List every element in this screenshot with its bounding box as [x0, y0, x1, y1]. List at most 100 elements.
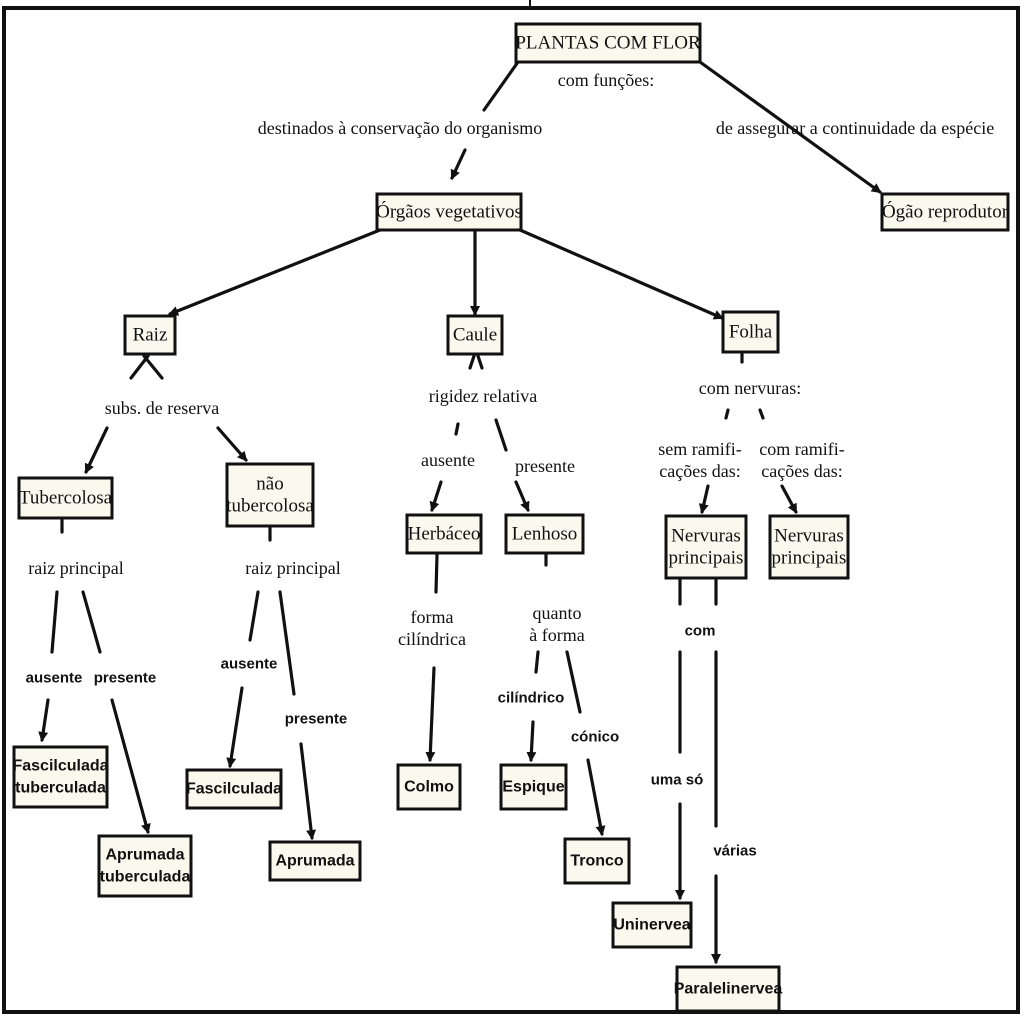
node-box — [504, 513, 585, 555]
node-label: Caule — [453, 325, 497, 346]
node-label: Uninervea — [613, 917, 690, 934]
edge-nao_tubercolosa-to-aprumada — [278, 590, 317, 840]
edge-segment — [468, 354, 476, 370]
edge-raiz-to-nao_tubercolosa — [216, 426, 248, 462]
edge-folha-to-nervuras_sem — [698, 352, 744, 514]
link-label-ausente-1: ausente — [26, 670, 83, 687]
edge-raiz-to-tubercolosa — [84, 354, 164, 474]
node-label: Lenhoso — [512, 524, 577, 545]
link-label-ausente-caule: ausente — [421, 450, 475, 470]
node-box — [123, 314, 177, 356]
link-label-ausente-2: ausente — [221, 656, 278, 673]
node-box — [12, 745, 109, 809]
node-label: não — [256, 474, 283, 495]
edge-segment — [758, 408, 765, 420]
node-caule: Caule — [446, 314, 504, 356]
link-label-sem-ramificacoes: sem ramifi-cações das: — [658, 439, 741, 481]
node-box — [405, 513, 483, 555]
node-box — [375, 192, 523, 232]
node-label: Aprumada — [275, 853, 354, 870]
node-box — [675, 965, 781, 1013]
node-tubercolosa: Tubercolosa — [17, 476, 114, 520]
link-label-text: cilíndrica — [398, 629, 466, 649]
link-label-continuidade: de assegurar a continuidade da espécie — [716, 118, 994, 138]
node-box — [499, 763, 568, 811]
edge-herbaceo-to-colmo — [425, 553, 439, 762]
edge-segment — [518, 228, 724, 320]
edge-nao_tubercolosa-to-fasciculada — [226, 526, 272, 768]
node-orgaos: Órgãos vegetativos — [375, 192, 523, 232]
link-label-text: raiz principal — [245, 558, 340, 578]
edge-plantas-to-reprodutor — [698, 60, 882, 194]
node-label: Folha — [729, 322, 773, 343]
link-label-rigidez: rigidez relativa — [429, 386, 537, 406]
edge-segment — [586, 758, 606, 836]
edge-lenhoso-to-espique — [526, 553, 548, 762]
edge-segment — [425, 666, 436, 762]
node-box — [17, 476, 114, 520]
link-label-text: uma só — [651, 772, 704, 789]
link-label-text: várias — [713, 843, 756, 860]
node-aprumada: Aprumada — [268, 840, 362, 882]
node-box — [268, 840, 362, 882]
node-box — [768, 514, 850, 580]
node-label: Aprumada — [105, 847, 184, 864]
edges-layer — [38, 60, 882, 964]
node-label: principais — [772, 548, 847, 569]
node-reprodutor: Ógão reprodutor — [880, 192, 1010, 232]
node-label: Ógão reprodutor — [882, 201, 1009, 223]
node-fasciculada: Fascilculada — [185, 768, 283, 810]
edge-segment — [450, 148, 467, 180]
node-box — [97, 834, 193, 898]
link-label-presente-1: presente — [94, 670, 157, 687]
link-label-text: presente — [94, 670, 157, 687]
node-label: Espique — [502, 779, 564, 796]
edge-segment — [142, 354, 164, 380]
link-label-text: presente — [285, 711, 348, 728]
link-label-text: com ramifi- — [759, 439, 844, 459]
node-uninervea: Uninervea — [611, 901, 693, 949]
link-label-text: cações das: — [761, 461, 842, 481]
edge-orgaos-to-raiz — [168, 228, 382, 316]
edge-segment — [565, 650, 582, 714]
node-label: tubercolosa — [226, 496, 314, 517]
link-label-text: cilíndrico — [498, 690, 565, 707]
edge-segment — [110, 698, 151, 834]
link-label-com: com — [685, 623, 716, 640]
edge-folha-to-nervuras_com — [758, 408, 798, 514]
link-label-text: presente — [515, 456, 575, 476]
link-label-conservacao: destinados à conservação do organismo — [258, 118, 543, 138]
link-label-raiz-principal-2: raiz principal — [245, 558, 340, 578]
edge-caule-to-herbaceo — [429, 354, 484, 512]
edge-segment — [454, 422, 460, 436]
link-label-com-funcoes: com funções: — [558, 70, 654, 90]
edge-segment — [526, 720, 537, 762]
node-label: Órgãos vegetativos — [376, 201, 522, 223]
link-label-cilindrico: cilíndrico — [498, 690, 565, 707]
node-label: PLANTAS COM FLOR — [515, 33, 701, 54]
node-label: principais — [669, 548, 744, 569]
edge-segment — [534, 650, 540, 674]
edge-segment — [724, 408, 730, 420]
edge-segment — [248, 590, 260, 642]
node-herbaceo: Herbáceo — [405, 513, 483, 555]
node-box — [721, 310, 780, 354]
node-label: Tubercolosa — [19, 488, 113, 509]
link-label-text: ausente — [421, 450, 475, 470]
link-label-raiz-principal-1: raiz principal — [28, 558, 123, 578]
link-label-presente-2: presente — [285, 711, 348, 728]
link-label-varias: várias — [713, 843, 756, 860]
node-folha: Folha — [721, 310, 780, 354]
link-label-text: cações das: — [659, 461, 740, 481]
node-label: Fascilculada — [186, 781, 282, 798]
nodes-layer: PLANTAS COM FLOR Órgãos vegetativos Ógão r… — [12, 22, 1010, 1013]
labels-layer: com funções: destinados à conservação do … — [26, 70, 995, 860]
node-paralelinervea: Paralelinervea — [674, 965, 782, 1013]
node-label: Nervuras — [671, 526, 741, 547]
link-label-text: subs. de reserva — [105, 398, 219, 418]
